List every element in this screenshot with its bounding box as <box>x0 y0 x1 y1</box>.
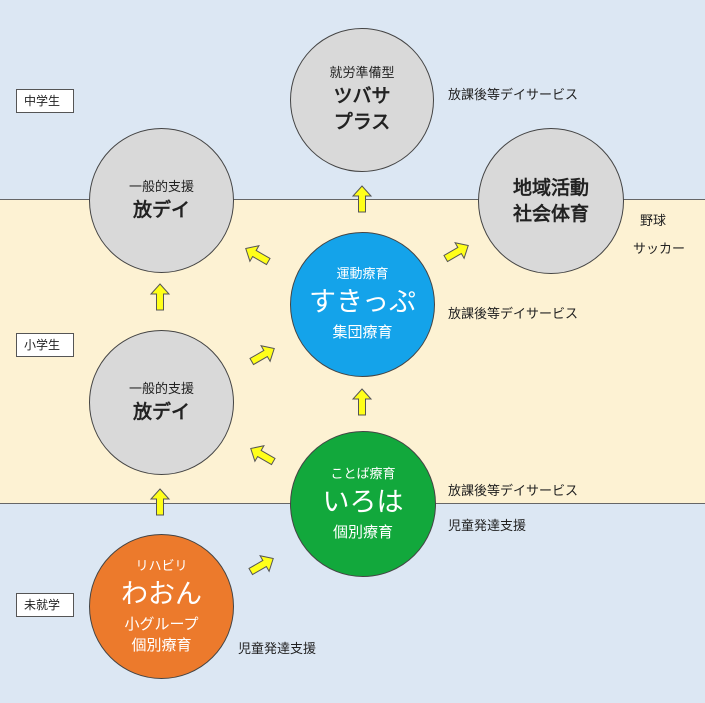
node-iroha-sub: ことば療育 <box>330 466 396 482</box>
node-houday-upper-sub: 一般的支援 <box>128 179 194 195</box>
node-iroha-main: いろは <box>322 486 404 518</box>
arrow-shape <box>149 283 171 311</box>
note-iroha-support: 児童発達支援 <box>448 519 527 534</box>
arrow-shape <box>245 244 271 266</box>
node-iroha: ことば療育 いろは 個別療育 <box>290 431 436 577</box>
node-waon-main: わおん <box>121 578 202 610</box>
node-houday-upper-main: 放デイ <box>132 198 190 221</box>
arrow-shape <box>249 344 275 366</box>
node-skip: 運動療育 すきっぷ 集団療育 <box>290 232 435 377</box>
node-tsubasa-line1: ツバサ <box>333 85 391 107</box>
node-skip-sub: 運動療育 <box>336 267 389 282</box>
node-waon-bottom1: 小グループ <box>124 614 199 633</box>
node-community-line2: 社会体育 <box>512 203 589 225</box>
node-tsubasa-sub: 就労準備型 <box>329 66 395 81</box>
note-skip-service: 放課後等デイサービス <box>448 307 579 322</box>
stage-label-preschool: 未就学 <box>16 593 74 617</box>
arrow-shape <box>250 444 276 466</box>
node-tsubasa-line2: プラス <box>333 111 391 133</box>
node-waon: リハビリ わおん 小グループ 個別療育 <box>89 534 234 679</box>
note-soccer: サッカー <box>633 242 686 257</box>
arrow-shape <box>351 388 373 416</box>
node-waon-bottom2: 個別療育 <box>131 635 192 654</box>
node-houday-upper: 一般的支援 放デイ <box>89 128 234 273</box>
node-community-line1: 地域活動 <box>512 177 589 199</box>
note-tsubasa-service: 放課後等デイサービス <box>448 88 579 103</box>
node-waon-sub: リハビリ <box>135 558 188 574</box>
node-houday-lower-main: 放デイ <box>132 400 190 423</box>
arrow-shape <box>443 241 469 263</box>
arrow-shape <box>351 185 373 213</box>
note-waon-support: 児童発達支援 <box>238 642 317 657</box>
node-tsubasa-plus: 就労準備型 ツバサ プラス <box>290 28 434 172</box>
stage-label-junior-high: 中学生 <box>16 89 74 113</box>
node-skip-main: すきっぷ <box>309 287 416 318</box>
node-houday-lower: 一般的支援 放デイ <box>89 330 234 475</box>
arrow-shape <box>149 488 171 516</box>
arrow-shape <box>248 554 274 576</box>
stage-label-elementary: 小学生 <box>16 333 74 357</box>
node-iroha-bottom: 個別療育 <box>332 522 393 541</box>
node-houday-lower-sub: 一般的支援 <box>128 381 194 397</box>
note-iroha-service: 放課後等デイサービス <box>448 484 579 499</box>
node-skip-bottom: 集団療育 <box>332 323 393 341</box>
note-baseball: 野球 <box>640 214 667 229</box>
node-community-activities: 地域活動 社会体育 <box>478 128 624 274</box>
